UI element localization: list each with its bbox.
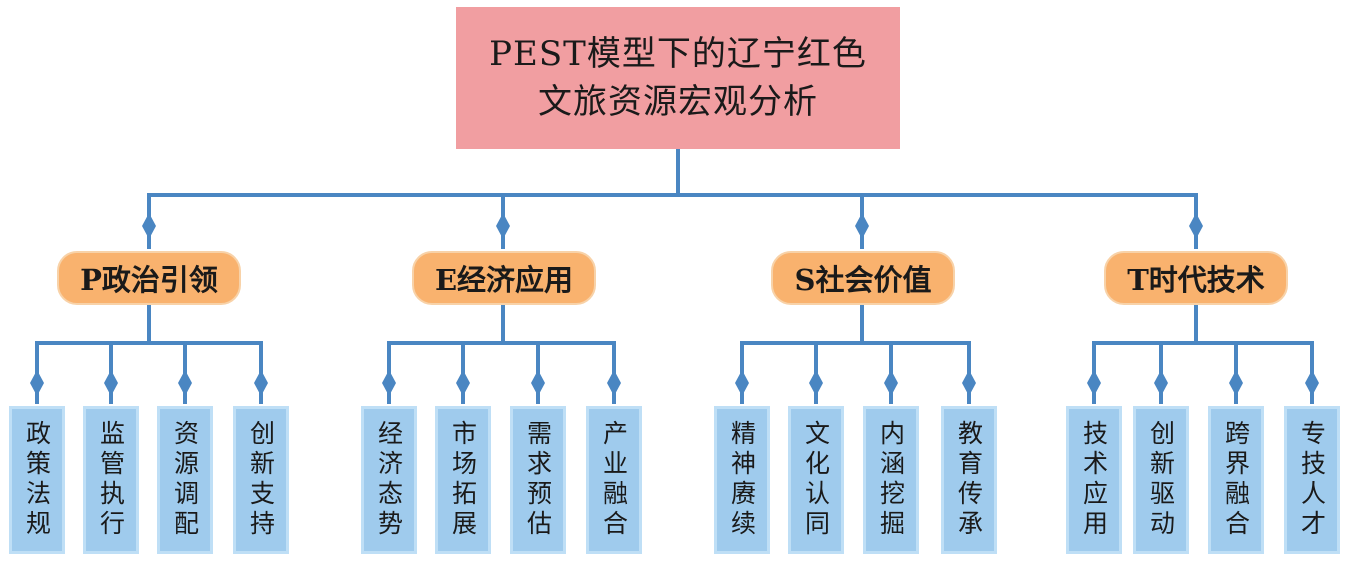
leaf-connector-diamond [254, 370, 268, 396]
leaf-policy-regulations: 政策法规 [9, 406, 65, 554]
leaf-connector-diamond [962, 370, 976, 396]
leaf-connector-diamond [1305, 370, 1319, 396]
leaf-connector-diamond [735, 370, 749, 396]
leaf-innovation-support: 创新支持 [233, 406, 289, 554]
leaf-market-expansion: 市场拓展 [435, 406, 491, 554]
leaf-connector-diamond [1087, 370, 1101, 396]
leaf-connotation-mining: 内涵挖掘 [863, 406, 919, 554]
leaf-resource-allocation: 资源调配 [157, 406, 213, 554]
leaf-technology-application: 技术应用 [1066, 406, 1122, 554]
category-connector-diamond [1189, 213, 1203, 239]
leaf-innovation-driven: 创新驱动 [1133, 406, 1189, 554]
category-social: S社会价值 [771, 251, 955, 305]
leaf-connector-diamond [104, 370, 118, 396]
leaf-spirit-continuation: 精神赓续 [714, 406, 770, 554]
leaf-demand-forecast: 需求预估 [510, 406, 566, 554]
leaf-connector-diamond [456, 370, 470, 396]
leaf-supervision-execution: 监管执行 [83, 406, 139, 554]
leaf-education-inheritance: 教育传承 [941, 406, 997, 554]
leaf-connector-diamond [1229, 370, 1243, 396]
leaf-cultural-identity: 文化认同 [788, 406, 844, 554]
leaf-cross-border-integration: 跨界融合 [1208, 406, 1264, 554]
leaf-connector-diamond [1154, 370, 1168, 396]
category-connector-diamond [855, 213, 869, 239]
category-economic: E经济应用 [412, 251, 596, 305]
leaf-connector-diamond [607, 370, 621, 396]
leaf-connector-diamond [382, 370, 396, 396]
title-line-1: PEST模型下的辽宁红色 [489, 34, 867, 74]
leaf-connector-diamond [30, 370, 44, 396]
leaf-connector-diamond [178, 370, 192, 396]
leaf-connector-diamond [884, 370, 898, 396]
category-political: P政治引领 [57, 251, 241, 305]
category-connector-diamond [496, 213, 510, 239]
leaf-economic-situation: 经济态势 [361, 406, 417, 554]
leaf-professional-talent: 专技人才 [1284, 406, 1340, 554]
category-technological: T时代技术 [1104, 251, 1288, 305]
leaf-connector-diamond [531, 370, 545, 396]
root-title-box: PEST模型下的辽宁红色 文旅资源宏观分析 [456, 7, 900, 149]
leaf-connector-diamond [809, 370, 823, 396]
title-line-2: 文旅资源宏观分析 [538, 82, 818, 122]
leaf-industry-integration: 产业融合 [586, 406, 642, 554]
category-connector-diamond [142, 213, 156, 239]
